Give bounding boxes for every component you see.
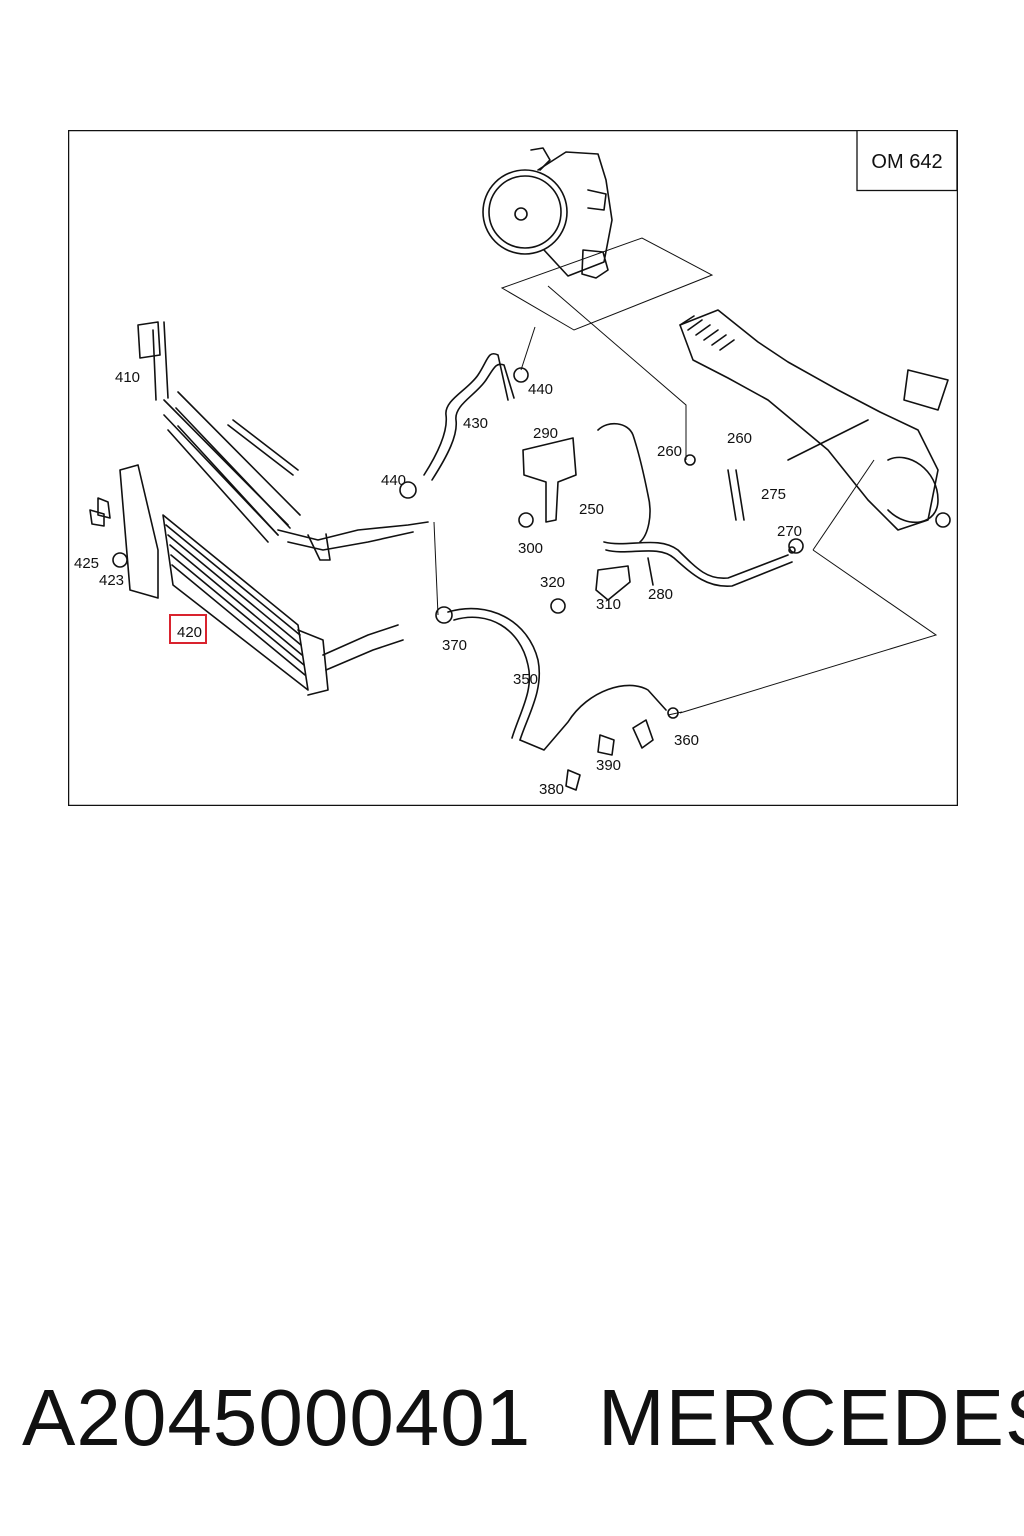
callout-440-top: 440: [528, 381, 553, 398]
steering-gear: [679, 309, 951, 531]
cooler-410: [137, 321, 429, 561]
callout-420: 420: [177, 624, 202, 641]
hose-350: [435, 606, 667, 751]
callout-380: 380: [539, 781, 564, 798]
highlight-box-420: [169, 614, 207, 644]
steering-pump: [482, 147, 613, 279]
callout-410: 410: [115, 369, 140, 386]
bracket-290: [522, 437, 577, 523]
parts-diagram: OM 642: [68, 130, 958, 806]
engine-badge-text: OM 642: [871, 151, 942, 173]
leader-lines: [433, 237, 938, 716]
callout-360: 360: [674, 732, 699, 749]
callout-430: 430: [463, 415, 488, 432]
callout-320: 320: [540, 574, 565, 591]
hose-430: [399, 353, 529, 499]
callout-260-right: 260: [727, 430, 752, 447]
callout-310: 310: [596, 596, 621, 613]
line-250: [597, 422, 804, 587]
hardware: [518, 454, 796, 791]
callout-labels: 410 425 423 420 440 440 430 290 260 260 …: [74, 369, 802, 798]
engine-badge: OM 642: [856, 130, 958, 192]
callout-275: 275: [761, 486, 786, 503]
callout-260-left: 260: [657, 443, 682, 460]
callout-423: 423: [99, 572, 124, 589]
callout-370: 370: [442, 637, 467, 654]
callout-390: 390: [596, 757, 621, 774]
callout-270: 270: [777, 523, 802, 540]
callout-350: 350: [513, 671, 538, 688]
callout-300: 300: [518, 540, 543, 557]
brand-name: MERCEDES: [598, 1373, 1024, 1462]
callout-250: 250: [579, 501, 604, 518]
callout-425: 425: [74, 555, 99, 572]
callout-280: 280: [648, 586, 673, 603]
cooler-420: [89, 464, 404, 696]
part-number: A2045000401: [22, 1373, 532, 1462]
callout-440-left: 440: [381, 472, 406, 489]
bracket-310: [595, 565, 631, 601]
callout-290: 290: [533, 425, 558, 442]
